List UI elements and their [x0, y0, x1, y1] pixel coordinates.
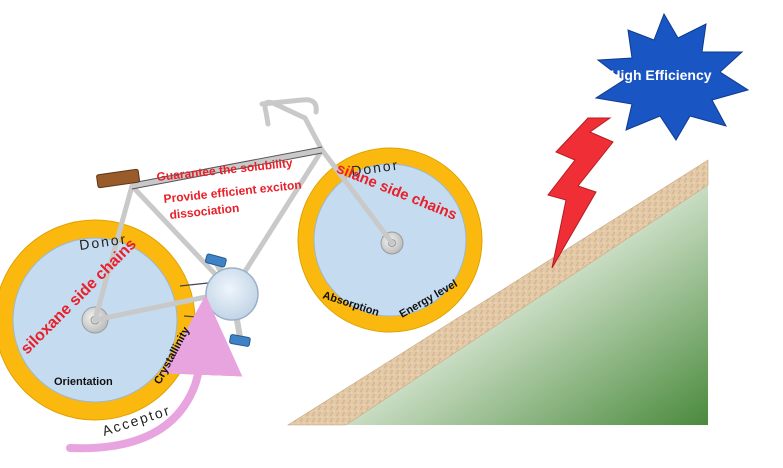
frame-outline — [131, 146, 323, 190]
chainring — [205, 267, 259, 321]
front-donor-label: Donor — [350, 156, 400, 179]
rear-property-orientation: Orientation — [54, 376, 113, 388]
rear-donor-label: Donor — [78, 230, 128, 253]
seat — [96, 168, 141, 189]
lightning-bolt-icon — [547, 117, 614, 269]
badge-text: High Efficiency — [610, 67, 711, 83]
pedal-top — [204, 253, 227, 268]
burst-shape — [594, 12, 750, 141]
top-tube — [129, 147, 325, 189]
pedal-bottom — [229, 334, 251, 347]
fork — [319, 147, 395, 246]
pedal-arrow-icon — [66, 295, 243, 453]
hill — [286, 159, 709, 426]
handlebar-top — [259, 97, 319, 115]
stem — [302, 115, 325, 153]
hill-soil-slope — [286, 159, 709, 426]
down-tube — [229, 147, 325, 295]
seat-stay — [92, 183, 135, 323]
high-efficiency-badge: High Efficiency — [594, 12, 750, 141]
